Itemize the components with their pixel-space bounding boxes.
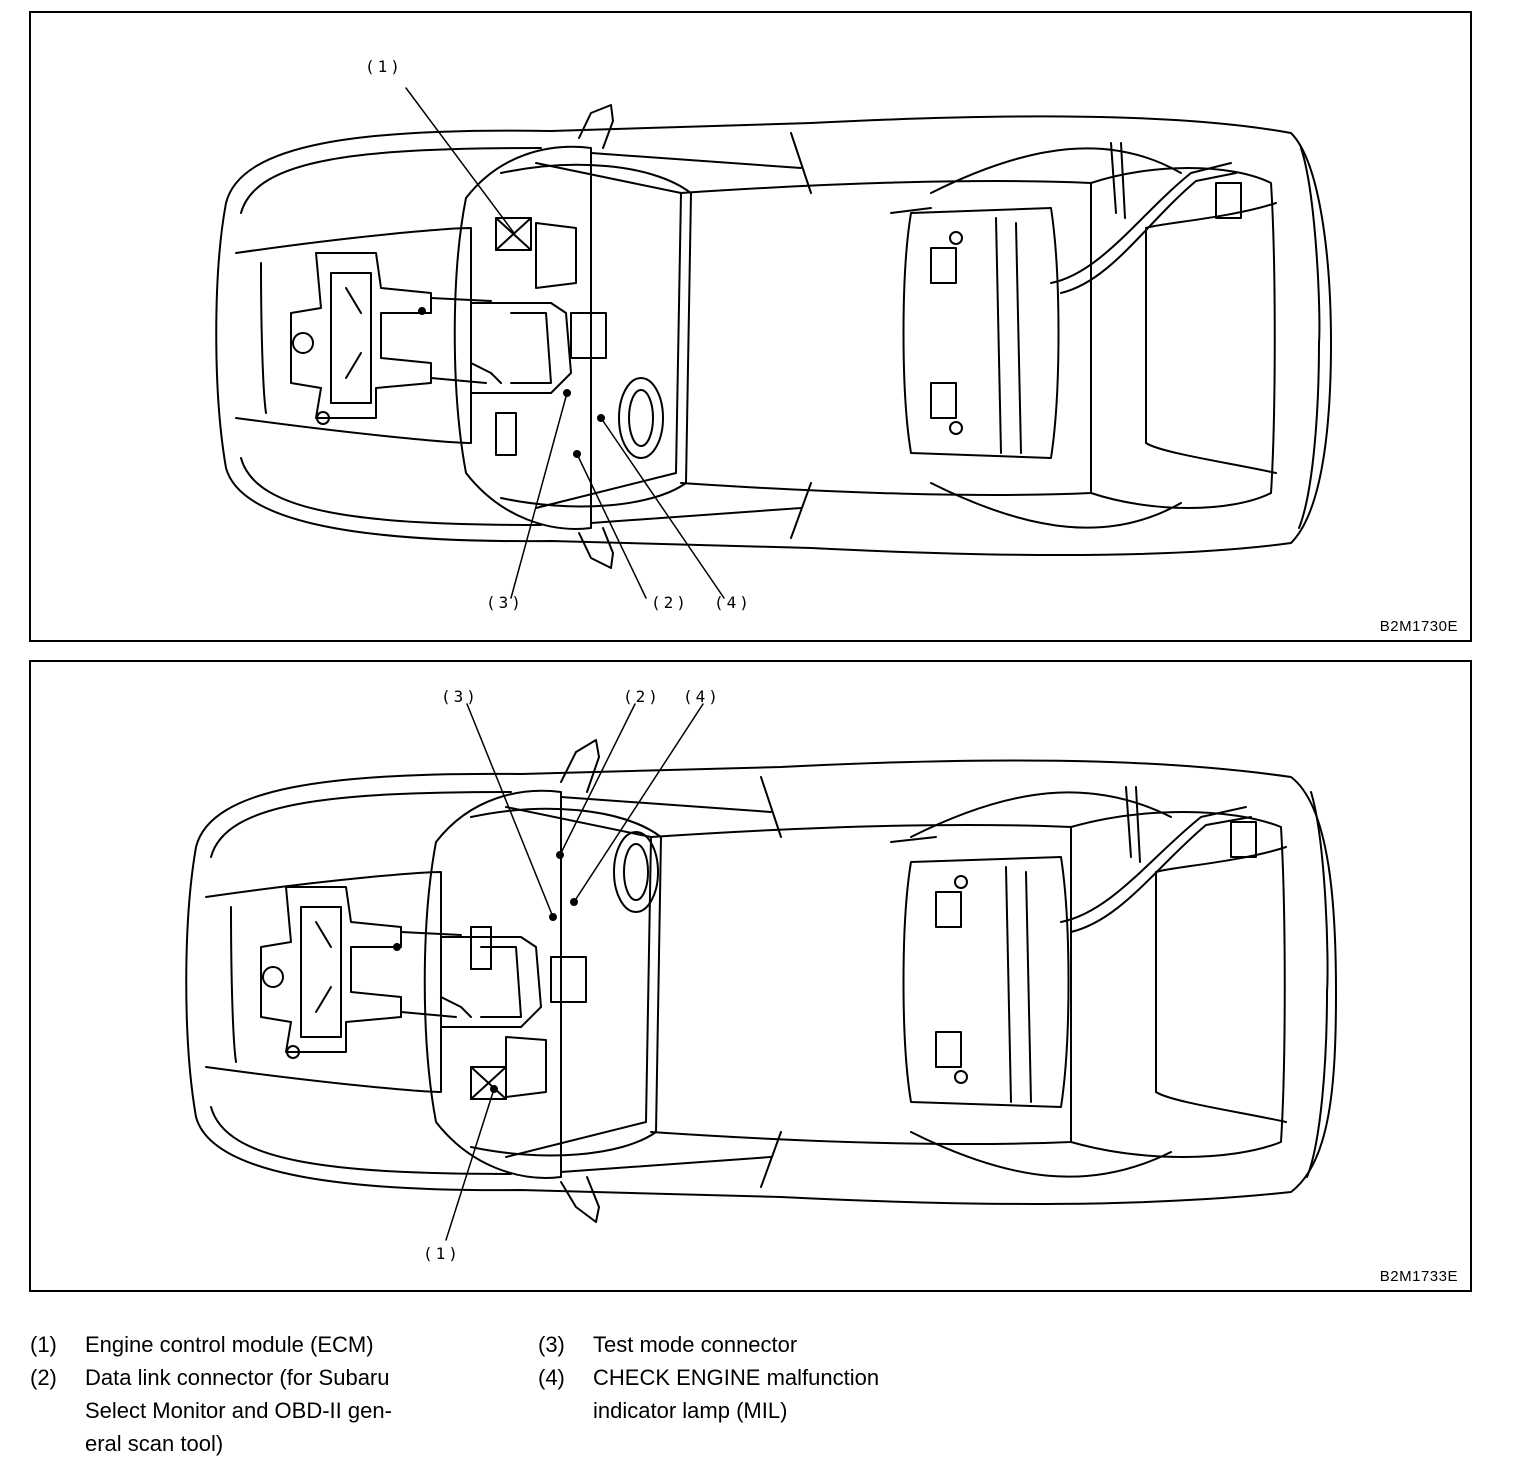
roof — [680, 180, 1092, 496]
mirror-bottom — [578, 527, 614, 569]
center-tunnel — [470, 302, 607, 394]
callout-1: (1) — [423, 1244, 461, 1263]
legend-column-right: (3) Test mode connector (4) CHECK ENGINE… — [538, 1328, 988, 1427]
dashboard-components — [418, 217, 664, 459]
mirror-top — [578, 104, 614, 149]
legend-number: (2) — [30, 1365, 57, 1390]
engine-block — [260, 886, 462, 1059]
legend-text: Select Monitor and OBD-II gen- — [85, 1398, 392, 1423]
windshield — [423, 789, 562, 1179]
leader-lines — [405, 87, 725, 599]
legend-item-2: (2) Data link connector (for Subaru Sele… — [30, 1361, 480, 1460]
legend-number: (1) — [30, 1332, 57, 1357]
callout-1: (1) — [365, 57, 403, 76]
fuel-tank — [902, 207, 1060, 459]
mirror-bottom — [560, 1176, 600, 1223]
figure-code: B2M1730E — [1379, 618, 1458, 635]
car-body-outline — [185, 759, 1337, 1205]
vehicle-top-view-rhd — [185, 703, 1337, 1241]
legend-column-left: (1) Engine control module (ECM) (2) Data… — [30, 1328, 480, 1460]
rear-window — [1070, 811, 1286, 1158]
callout-3: (3) — [441, 687, 479, 706]
rear-window — [1090, 167, 1276, 509]
engine-block — [290, 252, 492, 425]
legend-text: indicator lamp (MIL) — [593, 1398, 788, 1423]
hood — [205, 871, 442, 1093]
fuel-tank — [902, 856, 1070, 1108]
legend-text: Engine control module (ECM) — [85, 1332, 374, 1357]
legend-number: (4) — [538, 1365, 565, 1390]
legend-text: Data link connector (for Subaru — [85, 1365, 390, 1390]
callout-2: (2) — [623, 687, 661, 706]
legend-number: (3) — [538, 1332, 565, 1357]
vehicle-top-view-lhd — [215, 87, 1332, 599]
diagram-panel-bottom: (3) (2) (4) (1) B2M1733E — [29, 660, 1472, 1292]
legend-text: eral scan tool) — [85, 1431, 224, 1456]
wiring-harness — [890, 142, 1242, 294]
callout-4: (4) — [714, 593, 752, 612]
callout-3: (3) — [486, 593, 524, 612]
callout-4: (4) — [683, 687, 721, 706]
legend-item-3: (3) Test mode connector — [538, 1328, 988, 1361]
figure-code: B2M1733E — [1379, 1268, 1458, 1285]
legend-text: CHECK ENGINE malfunction — [593, 1365, 880, 1390]
legend-item-4: (4) CHECK ENGINE malfunction indicator l… — [538, 1361, 988, 1427]
hood — [235, 227, 472, 444]
callout-2: (2) — [651, 593, 689, 612]
wiring-harness — [890, 786, 1257, 933]
center-tunnel — [440, 936, 587, 1028]
leader-lines — [445, 703, 704, 1241]
roof — [650, 824, 1072, 1145]
car-body-outline — [215, 115, 1332, 556]
windshield — [453, 145, 592, 530]
diagram-panel-top: (1) (3) (2) (4) B2M1730E — [29, 11, 1472, 642]
legend-item-1: (1) Engine control module (ECM) — [30, 1328, 480, 1361]
mirror-top — [560, 739, 600, 793]
legend-text: Test mode connector — [593, 1332, 798, 1357]
